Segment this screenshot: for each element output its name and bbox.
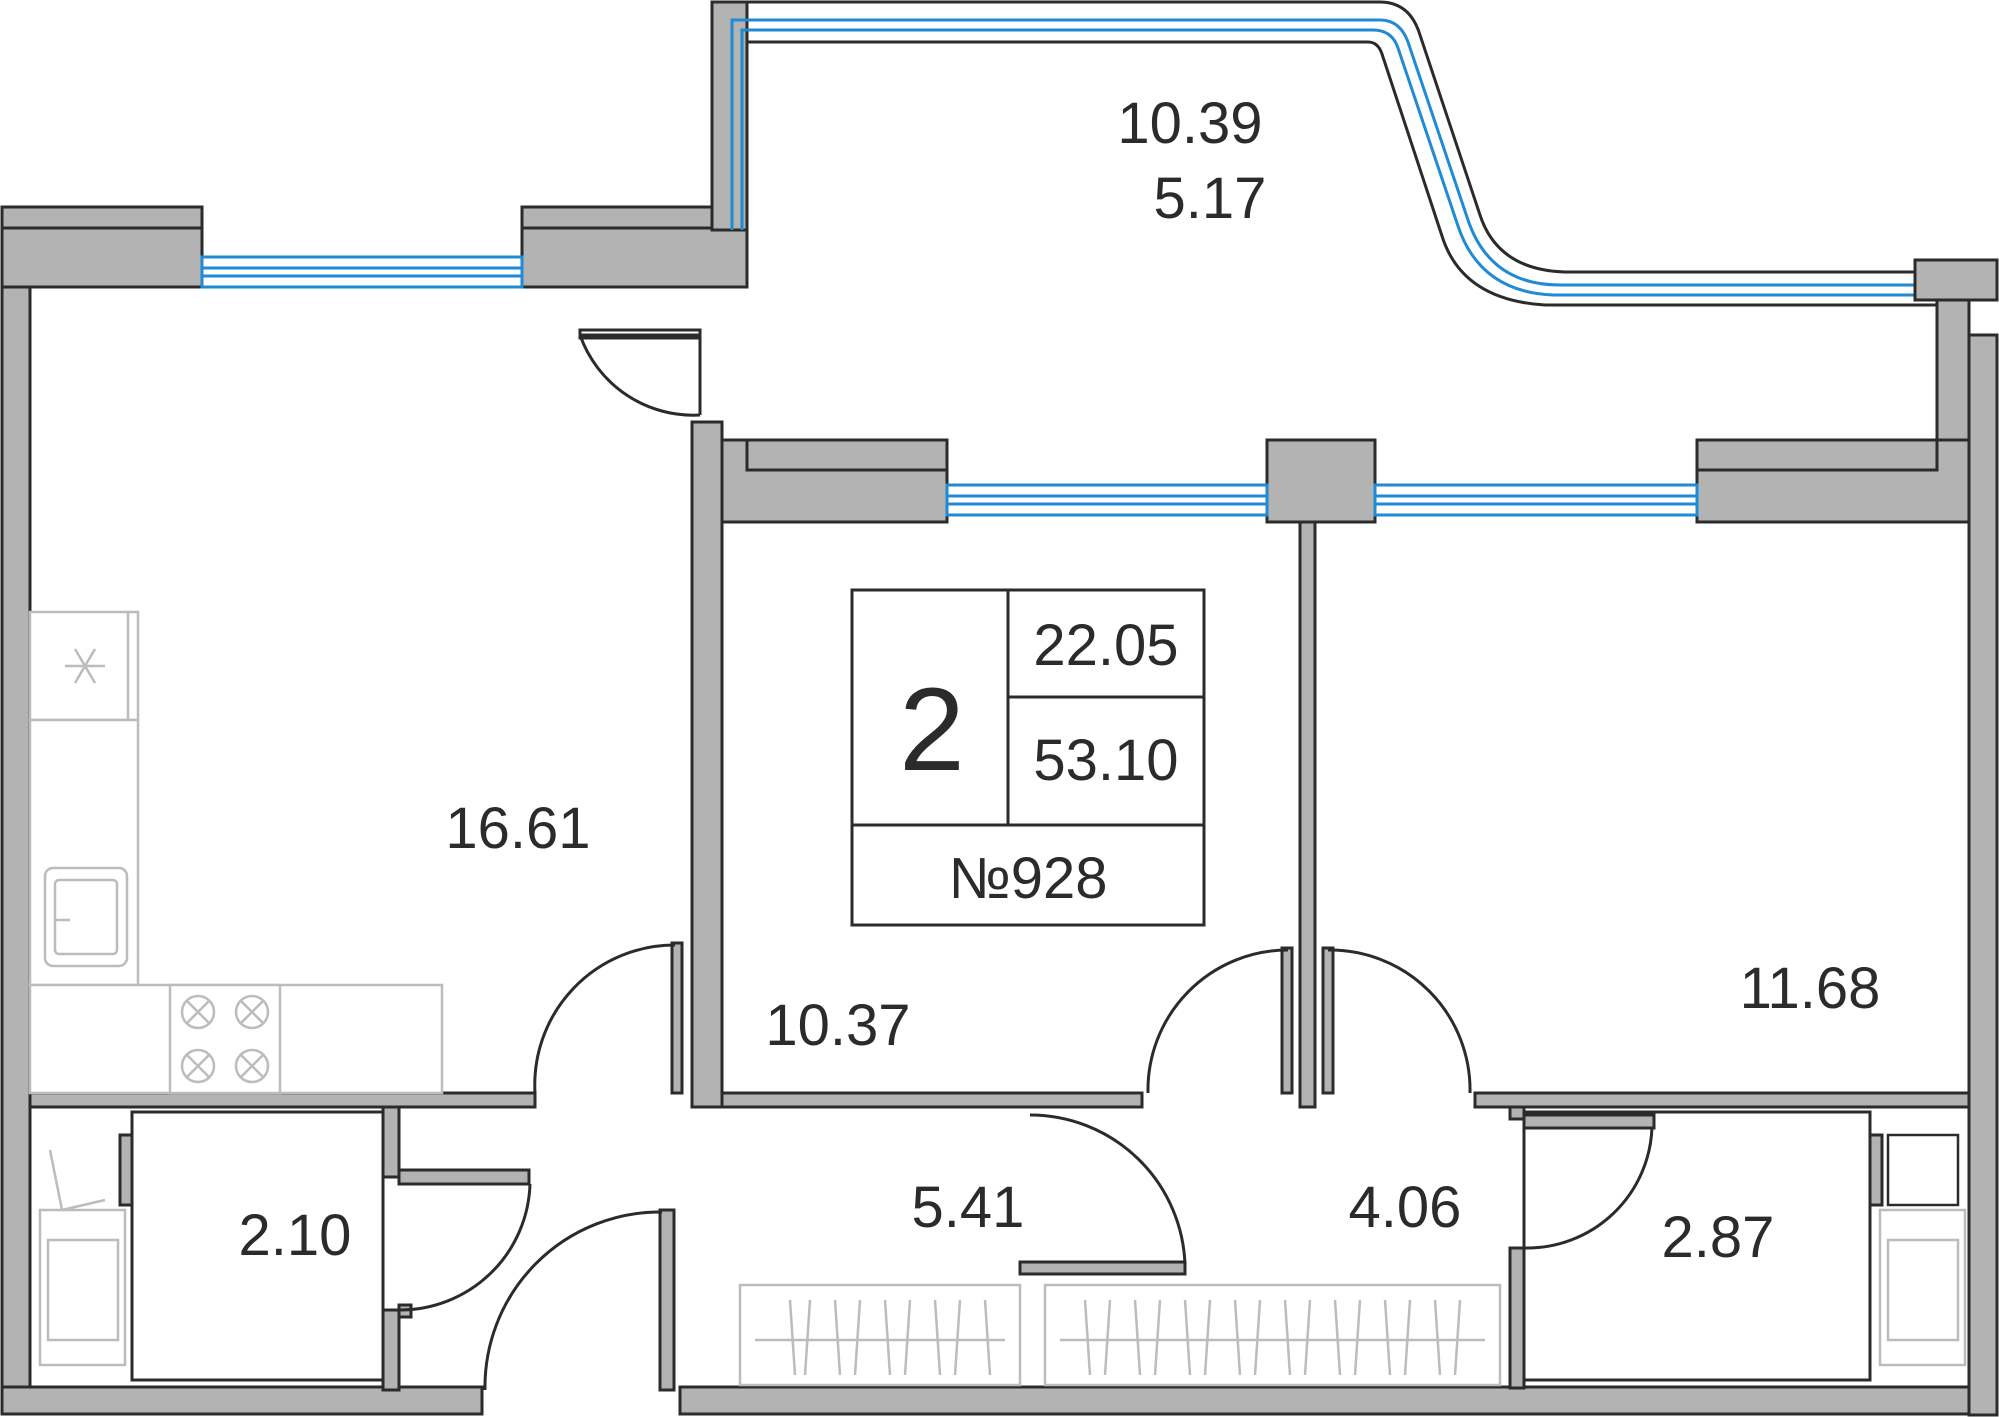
wall-door-jamb-1 <box>670 941 684 1095</box>
hall-area: 5.41 <box>912 1175 1025 1240</box>
door-hall-closet <box>1029 1113 1187 1266</box>
window-bedroom-1 <box>945 483 1269 517</box>
wall-bath-right-left <box>1508 1246 1526 1390</box>
wall-bedroom-bottom-left <box>720 1091 1144 1109</box>
bath-right-frame <box>1522 1110 1872 1382</box>
wall-bath-right-side <box>1868 1133 1884 1207</box>
wall-door-jamb-2 <box>1280 946 1294 1095</box>
wall-bottom-left <box>0 1385 484 1416</box>
sink-icon <box>43 866 129 968</box>
wall-left <box>0 285 32 1414</box>
wall-bath-right-stub <box>1522 1113 1656 1130</box>
wall-bath-left-side <box>118 1133 134 1207</box>
wall-bath-left-stub <box>397 1168 531 1186</box>
wall-top-left <box>0 205 204 289</box>
bathroom-left-area: 2.10 <box>239 1203 352 1268</box>
stove-icon <box>168 983 282 1095</box>
fixtures <box>28 610 1967 1387</box>
washing-machine-icon <box>1878 1133 1967 1367</box>
apartment-number: №928 <box>949 846 1108 911</box>
door-entrance <box>483 1210 663 1391</box>
window-kitchen <box>200 255 524 289</box>
door-balcony <box>578 333 702 417</box>
balcony-corner <box>1913 258 1999 302</box>
door-bath-right <box>1524 1126 1654 1250</box>
total-area: 53.10 <box>1033 728 1178 793</box>
door-bedroom-1 <box>1146 948 1289 1094</box>
doors <box>399 328 1654 1391</box>
wall-mid-center <box>1265 438 1377 524</box>
kitchen-area: 16.61 <box>445 796 590 861</box>
wall-bath-left-right-low <box>381 1308 401 1392</box>
wall-bottom-right <box>678 1385 1999 1416</box>
wall-hall-column <box>658 1208 676 1392</box>
balcony-area-2: 5.17 <box>1154 166 1267 231</box>
wall-kitchen-bottom <box>28 1091 537 1109</box>
wall-top-mid <box>520 205 749 289</box>
wall-hall-door-stop <box>1018 1260 1187 1276</box>
bedroom-right-area: 11.68 <box>1740 956 1881 1021</box>
apartment-info-box: 2 22.05 53.10 №928 <box>850 588 1206 927</box>
bedroom-middle-area: 10.37 <box>765 993 910 1058</box>
wall-right <box>1967 333 1999 1417</box>
snowflake-icon <box>65 648 105 684</box>
wardrobe-icon <box>738 1283 1502 1387</box>
door-bedroom-2 <box>1327 948 1472 1094</box>
wall-partition-2 <box>1298 520 1317 1109</box>
room-labels: 10.39 5.17 16.61 10.37 11.68 2.10 5.41 4… <box>239 91 1881 1270</box>
wall-bath-right-top <box>1508 1105 1526 1121</box>
window-bedroom-2 <box>1373 483 1699 517</box>
balcony-area-1: 10.39 <box>1117 91 1262 156</box>
wall-mid-left-top <box>745 438 949 472</box>
bathroom-right-area: 2.87 <box>1662 1205 1775 1270</box>
wall-door-jamb-3 <box>1321 946 1335 1095</box>
wall-partition-1 <box>690 420 724 1109</box>
windows <box>200 255 1699 517</box>
washing-machine-icon <box>38 1149 127 1367</box>
rooms-count: 2 <box>899 664 965 796</box>
door-bath-left <box>399 1183 532 1312</box>
wall-mid-right-top <box>1695 438 1939 472</box>
balcony-glazing <box>712 0 1999 307</box>
wall-bath-left-right <box>381 1105 401 1179</box>
bath-left-frame <box>130 1110 385 1382</box>
door-kitchen <box>533 943 676 1094</box>
corridor-area: 4.06 <box>1349 1175 1462 1240</box>
wall-bedroom-bottom-right <box>1473 1091 1971 1109</box>
living-area: 22.05 <box>1033 613 1178 678</box>
